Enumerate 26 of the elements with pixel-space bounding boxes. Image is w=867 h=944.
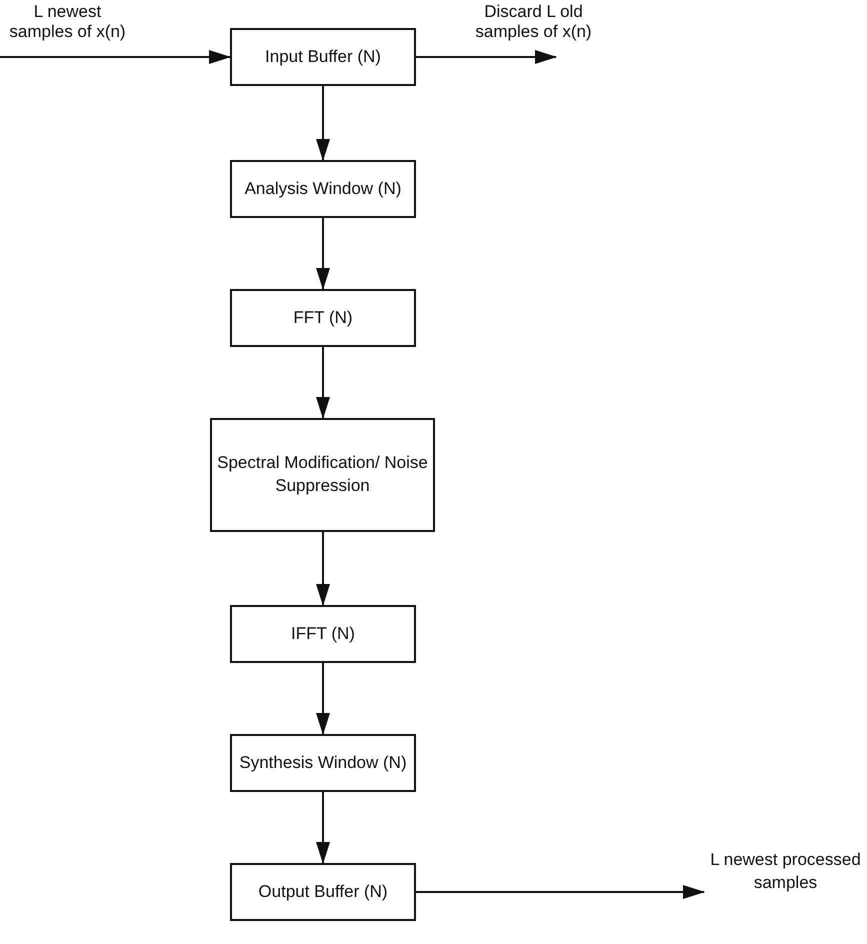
arrow	[316, 663, 330, 735]
box-label: IFFT (N)	[291, 622, 355, 645]
edge-label: Discard L old samples of x(n)	[474, 2, 593, 43]
box-label: FFT (N)	[293, 306, 353, 329]
arrow	[0, 50, 231, 64]
arrow	[316, 218, 330, 290]
process-box	[230, 28, 416, 86]
arrow	[316, 532, 330, 606]
process-box	[210, 418, 435, 532]
box-label: Input Buffer (N)	[265, 46, 381, 68]
box-label: Spectral Modification/ Noise Suppression	[216, 452, 429, 497]
box-label: Output Buffer (N)	[258, 880, 388, 903]
process-box	[230, 289, 416, 347]
process-box	[230, 160, 416, 218]
arrow	[316, 86, 330, 161]
arrow	[316, 792, 330, 864]
output-label: L newest processed samples	[709, 849, 862, 894]
box-label: Analysis Window (N)	[244, 178, 402, 200]
arrow	[416, 50, 557, 64]
arrow	[316, 347, 330, 419]
process-box	[230, 734, 416, 792]
box-label: Synthesis Window (N)	[239, 752, 407, 774]
arrow	[416, 885, 705, 899]
edge-label: L newest samples of x(n)	[8, 2, 127, 43]
process-box	[230, 863, 416, 921]
process-box	[230, 605, 416, 663]
